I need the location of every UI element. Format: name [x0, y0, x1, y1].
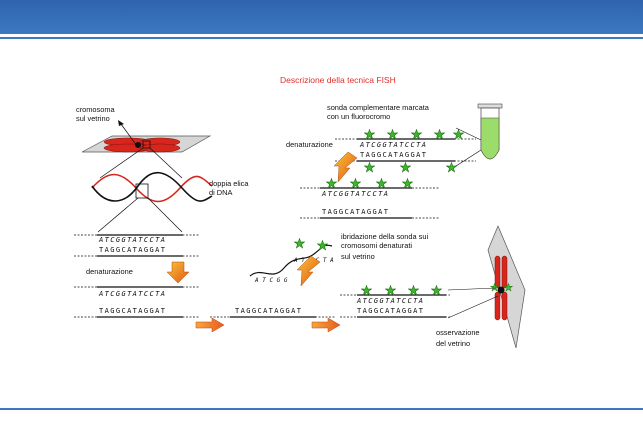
- svg-text:con un fluorocromo: con un fluorocromo: [327, 112, 390, 121]
- chromosome-label: cromosoma sul vetrino: [76, 105, 115, 123]
- test-tube: [477, 103, 503, 160]
- zoom-line-2-left: [97, 197, 139, 233]
- free-probe: A T C G G A T C C T A: [249, 238, 334, 284]
- diagram-title: Descrizione della tecnica FISH: [280, 75, 396, 85]
- svg-text:sul vetrino: sul vetrino: [76, 114, 110, 123]
- svg-text:doppia elica: doppia elica: [209, 179, 249, 188]
- svg-text:di DNA: di DNA: [209, 188, 232, 197]
- header-bar: [0, 0, 643, 34]
- dna-double-helix: [91, 171, 213, 203]
- svg-text:ATCGGTATCCTA: ATCGGTATCCTA: [359, 141, 427, 149]
- svg-text:A T C G G: A T C G G: [254, 277, 288, 284]
- denatured-probe-strands: ATCGGTATCCTA TAGGCATAGGAT: [300, 178, 440, 219]
- svg-text:TAGGCATAGGAT: TAGGCATAGGAT: [235, 307, 302, 315]
- svg-text:TAGGCATAGGAT: TAGGCATAGGAT: [357, 307, 424, 315]
- header-rule: [0, 37, 643, 39]
- footer-rule: [0, 408, 643, 410]
- arrow-down-probe: [296, 255, 321, 287]
- double-helix-label: doppia elica di DNA: [209, 179, 249, 197]
- single-strand-middle: TAGGCATAGGAT: [210, 307, 335, 318]
- denaturation-label-left: denaturazione: [86, 267, 133, 276]
- hybridization-label: ibridazione della sonda sui cromosomi de…: [341, 232, 428, 261]
- svg-text:TAGGCATAGGAT: TAGGCATAGGAT: [99, 246, 166, 254]
- svg-text:TAGGCATAGGAT: TAGGCATAGGAT: [360, 151, 427, 159]
- probe-label: sonda complementare marcata con un fluor…: [327, 103, 430, 121]
- zoom-line-left: [99, 147, 144, 179]
- observed-chromosome: [490, 255, 513, 321]
- arrow-right-2: [311, 317, 341, 333]
- svg-text:ibridazione della sonda sui: ibridazione della sonda sui: [341, 232, 428, 241]
- denaturation-label-right: denaturazione: [286, 140, 333, 149]
- zoom-line-right: [149, 147, 183, 179]
- arrow-down-left: [166, 261, 190, 284]
- denatured-strands-left: ATCGGTATCCTA TAGGCATAGGAT: [74, 286, 200, 318]
- arrow-down-right: [333, 151, 358, 183]
- svg-text:cromosomi denaturati: cromosomi denaturati: [341, 241, 412, 250]
- chromosome-pointer-head: [118, 120, 124, 126]
- svg-text:del vetrino: del vetrino: [436, 339, 470, 348]
- probe-duplex-right: ATCGGTATCCTA TAGGCATAGGAT: [335, 129, 476, 173]
- hybridized-duplex: ATCGGTATCCTA TAGGCATAGGAT: [340, 285, 450, 318]
- svg-text:osservazione: osservazione: [436, 328, 480, 337]
- chromosome-on-slide: [103, 137, 181, 153]
- svg-text:ATCGGTATCCTA: ATCGGTATCCTA: [98, 236, 166, 244]
- arrow-right-1: [195, 317, 225, 333]
- svg-text:sonda complementare marcata: sonda complementare marcata: [327, 103, 430, 112]
- svg-text:ATCGGTATCCTA: ATCGGTATCCTA: [98, 290, 166, 298]
- svg-text:TAGGCATAGGAT: TAGGCATAGGAT: [322, 208, 389, 216]
- svg-text:ATCGGTATCCTA: ATCGGTATCCTA: [321, 190, 389, 198]
- svg-text:cromosoma: cromosoma: [76, 105, 115, 114]
- dna-duplex-left: ATCGGTATCCTA TAGGCATAGGAT: [74, 234, 200, 257]
- svg-text:sul vetrino: sul vetrino: [341, 252, 375, 261]
- svg-text:ATCGGTATCCTA: ATCGGTATCCTA: [356, 297, 424, 305]
- chromosome-pointer: [120, 123, 138, 147]
- zoom-line-2-right: [147, 197, 183, 233]
- observation-pointer-top: [447, 287, 497, 291]
- tube-line-bottom: [455, 149, 482, 167]
- observation-label: osservazione del vetrino: [436, 328, 480, 348]
- observation-pointer-bottom: [447, 295, 499, 319]
- svg-text:TAGGCATAGGAT: TAGGCATAGGAT: [99, 307, 166, 315]
- tube-line-top: [455, 127, 482, 141]
